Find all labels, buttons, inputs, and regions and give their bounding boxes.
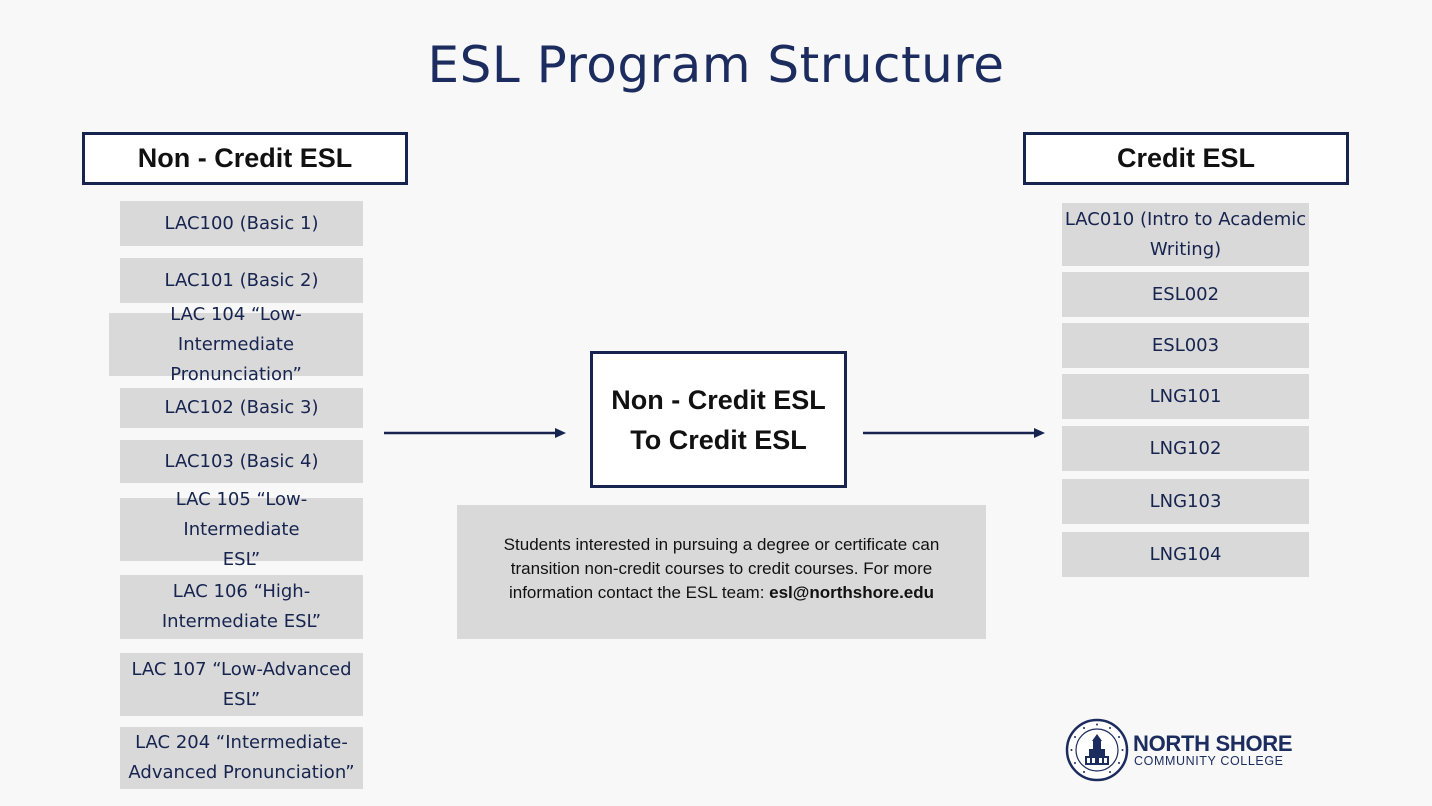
page-title: ESL Program Structure [427, 36, 1005, 94]
non-credit-course: LAC103 (Basic 4) [120, 440, 363, 483]
arrow-right-icon [384, 428, 566, 438]
credit-course: LNG104 [1062, 532, 1309, 577]
transition-line-2: To Credit ESL [630, 424, 807, 455]
non-credit-course: LAC102 (Basic 3) [120, 388, 363, 428]
college-seal-logo [1065, 718, 1129, 782]
transition-box: Non - Credit ESL To Credit ESL [590, 351, 847, 488]
non-credit-course: LAC 105 “Low-Intermediate ESL” [120, 489, 363, 570]
credit-course: LNG102 [1062, 426, 1309, 471]
transition-line-1: Non - Credit ESL [611, 384, 826, 415]
info-box: Students interested in pursuing a degree… [457, 505, 986, 639]
non-credit-course: LAC101 (Basic 2) [120, 258, 363, 303]
credit-course: LAC010 (Intro to Academic Writing) [1062, 203, 1309, 266]
college-subtitle: COMMUNITY COLLEGE [1134, 754, 1284, 768]
credit-course: LNG101 [1062, 374, 1309, 419]
credit-course: ESL002 [1062, 272, 1309, 317]
credit-course: LNG103 [1062, 479, 1309, 524]
credit-course: ESL003 [1062, 323, 1309, 368]
non-credit-course: LAC 104 “Low-Intermediate Pronunciation” [109, 304, 363, 385]
non-credit-course: LAC100 (Basic 1) [120, 201, 363, 246]
credit-header: Credit ESL [1023, 132, 1349, 185]
info-text: Students interested in pursuing a degree… [503, 535, 940, 602]
non-credit-header: Non - Credit ESL [82, 132, 408, 185]
college-name: NORTH SHORE [1133, 731, 1293, 756]
arrow-right-icon [863, 428, 1045, 438]
non-credit-course: LAC 204 “Intermediate-Advanced Pronuncia… [120, 727, 363, 789]
contact-email: esl@northshore.edu [769, 583, 935, 602]
non-credit-course: LAC 106 “High-Intermediate ESL” [120, 575, 363, 639]
non-credit-course: LAC 107 “Low-Advanced ESL” [120, 653, 363, 716]
